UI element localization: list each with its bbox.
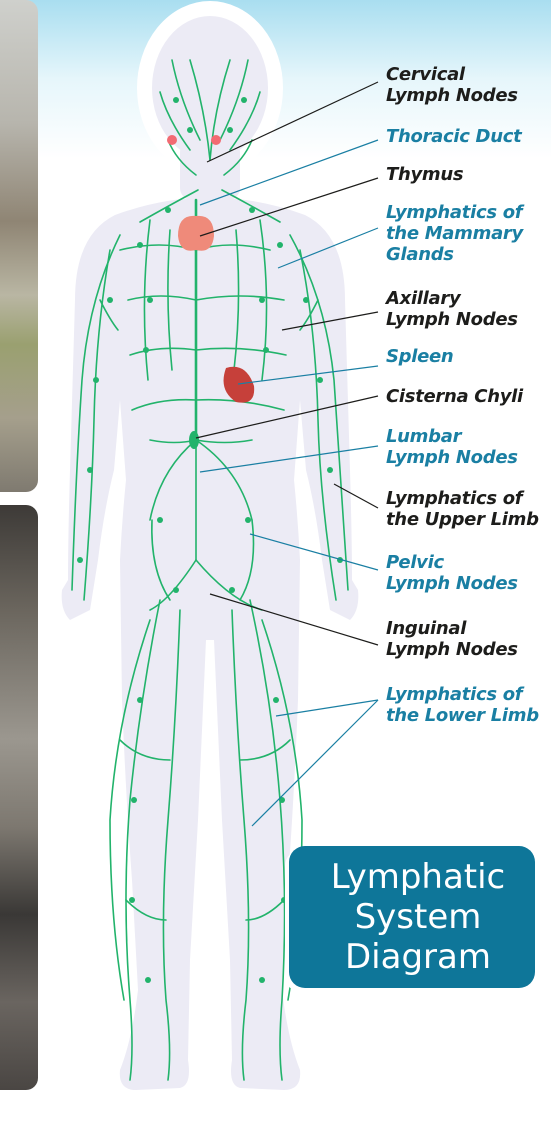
title-box: Lymphatic System Diagram bbox=[289, 846, 535, 988]
label-cisterna-chyli: Cisterna Chyli bbox=[386, 386, 523, 407]
cervical-node-left bbox=[167, 135, 177, 145]
label-lower-limb: Lymphatics of the Lower Limb bbox=[386, 684, 539, 726]
cisterna-chyli-organ bbox=[189, 431, 199, 449]
label-lumbar-lymph-nodes: Lumbar Lymph Nodes bbox=[386, 426, 518, 468]
label-pelvic-lymph-nodes: Pelvic Lymph Nodes bbox=[386, 552, 518, 594]
label-thoracic-duct: Thoracic Duct bbox=[386, 126, 521, 147]
label-inguinal-lymph-nodes: Inguinal Lymph Nodes bbox=[386, 618, 518, 660]
label-mammary-glands: Lymphatics of the Mammary Glands bbox=[386, 202, 523, 265]
label-thymus: Thymus bbox=[386, 164, 463, 185]
label-axillary-lymph-nodes: Axillary Lymph Nodes bbox=[386, 288, 518, 330]
cervical-node-right bbox=[211, 135, 221, 145]
label-upper-limb: Lymphatics of the Upper Limb bbox=[386, 488, 539, 530]
label-cervical-lymph-nodes: Cervical Lymph Nodes bbox=[386, 64, 518, 106]
label-spleen: Spleen bbox=[386, 346, 453, 367]
diagram-title: Lymphatic System Diagram bbox=[331, 857, 506, 977]
